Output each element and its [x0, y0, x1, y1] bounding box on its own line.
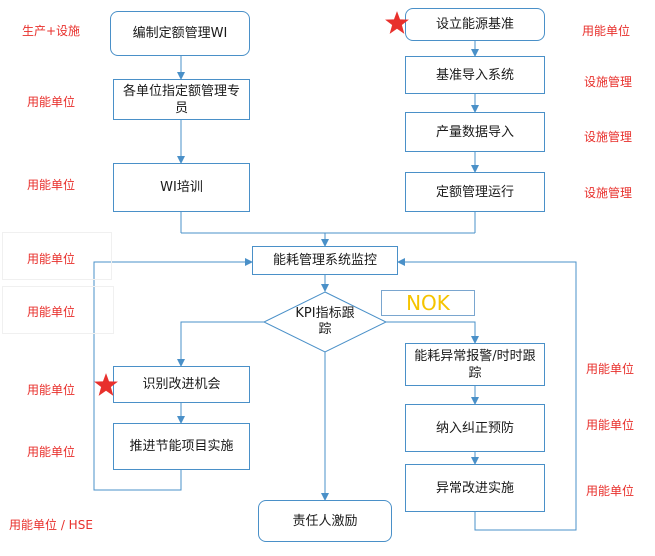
- node-label: 定额管理运行: [435, 184, 514, 200]
- node-label: 责任人激励: [292, 513, 358, 529]
- role-label: 用能单位: [586, 362, 635, 376]
- node-label: 异常改进实施: [435, 480, 514, 496]
- node-label: 推进节能项目实施: [129, 439, 234, 454]
- ghost-frame: [2, 232, 112, 280]
- node-system-monitor[interactable]: 能耗管理系统监控: [252, 246, 398, 275]
- node-label: 能耗异常报警/时时跟踪: [414, 348, 536, 381]
- role-label: 用能单位: [586, 418, 635, 432]
- role-label: 生产+设施: [22, 24, 81, 38]
- node-identify-opportunity[interactable]: 识别改进机会: [113, 366, 250, 403]
- ghost-frame: [2, 286, 114, 334]
- node-production-import[interactable]: 产量数据导入: [405, 112, 545, 152]
- role-label: 用能单位: [27, 383, 76, 397]
- node-label: 设立能源基准: [435, 17, 514, 32]
- node-label: 各单位指定额管理专员: [122, 83, 240, 116]
- node-abnormal-improve[interactable]: 异常改进实施: [405, 464, 545, 512]
- role-label: 用能单位 / HSE: [9, 518, 93, 532]
- node-baseline-import[interactable]: 基准导入系统: [405, 56, 545, 94]
- role-label: 用能单位: [27, 95, 76, 109]
- node-wi-training[interactable]: WI培训: [113, 163, 250, 212]
- role-label: 用能单位: [27, 252, 76, 266]
- kpi-decision-label: KPI指标跟踪: [295, 306, 355, 337]
- node-label: 产量数据导入: [435, 124, 514, 140]
- star-icon: [385, 11, 409, 34]
- node-quota-operation[interactable]: 定额管理运行: [405, 172, 545, 212]
- node-energy-baseline[interactable]: 设立能源基准: [405, 8, 545, 41]
- role-label: 设施管理: [584, 130, 633, 144]
- kpi-decision-diamond: [262, 291, 388, 353]
- node-label: 基准导入系统: [435, 67, 514, 83]
- node-corrective-action[interactable]: 纳入纠正预防: [405, 404, 545, 452]
- role-label: 用能单位: [27, 445, 76, 459]
- role-label: 用能单位: [27, 178, 76, 192]
- node-label: 编制定额管理WI: [132, 26, 228, 41]
- role-label: 设施管理: [584, 186, 633, 200]
- node-abnormal-alarm[interactable]: 能耗异常报警/时时跟踪: [405, 343, 545, 386]
- node-incentive[interactable]: 责任人激励: [258, 500, 392, 542]
- node-promote-project[interactable]: 推进节能项目实施: [113, 423, 250, 470]
- role-label: 用能单位: [586, 484, 635, 498]
- node-label: 纳入纠正预防: [435, 420, 514, 436]
- role-label: 用能单位: [27, 305, 76, 319]
- node-label: 能耗管理系统监控: [272, 253, 377, 268]
- node-label: 识别改进机会: [142, 377, 221, 392]
- node-assign-staff[interactable]: 各单位指定额管理专员: [113, 79, 250, 120]
- role-label: 设施管理: [584, 75, 633, 89]
- node-label: WI培训: [160, 180, 203, 195]
- role-label: 用能单位: [582, 24, 631, 38]
- nok-label: NOK: [381, 290, 475, 316]
- star-icon: [94, 373, 118, 396]
- node-quota-wi[interactable]: 编制定额管理WI: [110, 11, 250, 56]
